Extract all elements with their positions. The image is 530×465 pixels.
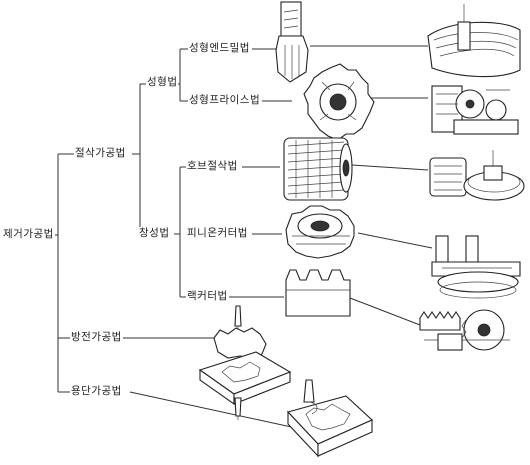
generating-method-label: 창성법 xyxy=(138,227,171,239)
pinion-cutter-label: 피니온커터법 xyxy=(186,227,249,239)
hobbing-label: 호브절삭법 xyxy=(186,160,239,172)
form-milling-label: 성형프라이스법 xyxy=(188,94,262,106)
form-endmill-label: 성형엔드밀법 xyxy=(188,42,251,54)
forming-method-label: 성형법 xyxy=(146,76,179,88)
cutting-method-label: 절삭가공법 xyxy=(74,147,127,159)
edm-method-label: 방전가공법 xyxy=(70,331,123,343)
rack-cutter-label: 랙커터법 xyxy=(186,290,229,302)
melt-cutting-method-label: 용단가공법 xyxy=(70,385,123,397)
root-method-label: 제거가공법 xyxy=(2,228,55,240)
